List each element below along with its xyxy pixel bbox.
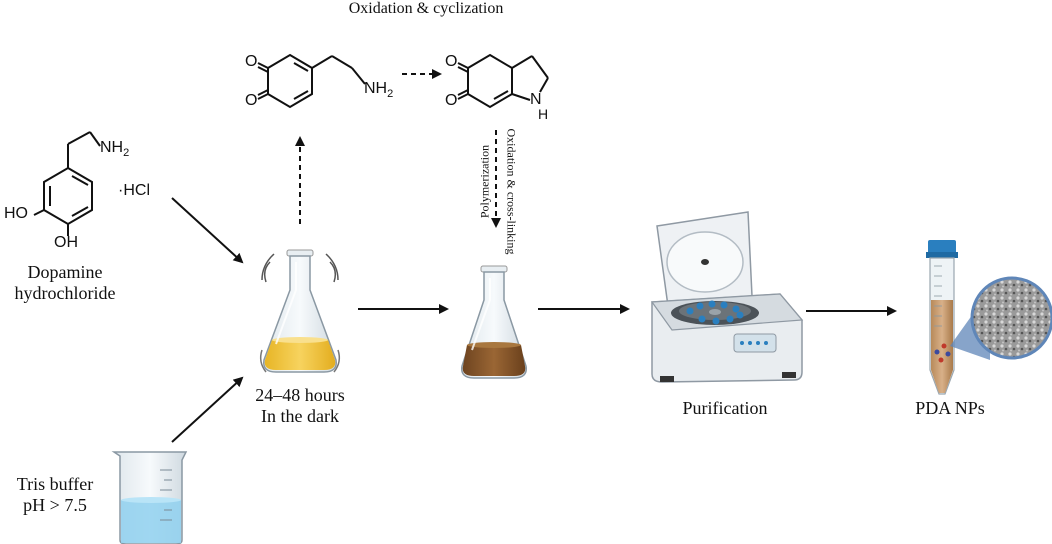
arrows xyxy=(171,69,897,443)
tris-buffer-beaker xyxy=(111,451,188,544)
dopamine-structure xyxy=(33,131,101,236)
reaction-conditions: 24–48 hours In the dark xyxy=(240,385,360,427)
cyclized-n-label: N xyxy=(530,91,542,108)
tris-buffer-name: Tris buffer xyxy=(16,474,94,494)
arrow-dopamine-to-flask xyxy=(171,197,244,264)
dopamine-ho-label: HO xyxy=(4,205,28,222)
reaction-dark: In the dark xyxy=(261,406,339,426)
quinone-nh2-label: NH2 xyxy=(364,80,394,101)
dopaquinone-structure xyxy=(257,53,366,109)
step-label-oxidation-crosslinking: Oxidation & cross-linking xyxy=(504,128,519,255)
quinone-o-top: O xyxy=(245,53,258,70)
reaction-flask-yellow xyxy=(259,249,341,373)
tris-buffer-label: Tris buffer pH > 7.5 xyxy=(0,474,110,516)
arrow-tris-to-flask xyxy=(171,376,244,443)
pda-nps-label: PDA NPs xyxy=(915,398,985,418)
purification-label: Purification xyxy=(682,398,768,418)
dopamine-name-line1: Dopamine xyxy=(27,262,103,282)
pda-np-tube xyxy=(926,240,1052,395)
cyclized-o-top: O xyxy=(445,53,458,70)
reaction-time: 24–48 hours xyxy=(255,385,345,405)
reaction-flask-brown xyxy=(461,265,527,379)
dopamine-name: Dopamine hydrochloride xyxy=(0,262,130,304)
dopamine-hcl-label: ·HCl xyxy=(118,182,150,199)
quinone-o-bottom: O xyxy=(245,92,258,109)
cyclized-h-label: H xyxy=(538,106,549,122)
dopamine-name-line2: hydrochloride xyxy=(14,283,116,303)
step-label-polymerization: Polymerization xyxy=(477,144,492,219)
step-title-oxidation-cyclization: Oxidation & cyclization xyxy=(348,0,504,17)
dopamine-oh-label: OH xyxy=(54,234,78,251)
centrifuge xyxy=(650,211,804,383)
dopamine-nh2-label: NH2 xyxy=(100,139,130,160)
tris-buffer-ph: pH > 7.5 xyxy=(23,495,87,515)
aminochrome-structure xyxy=(457,53,549,109)
cyclized-o-bottom: O xyxy=(445,92,458,109)
